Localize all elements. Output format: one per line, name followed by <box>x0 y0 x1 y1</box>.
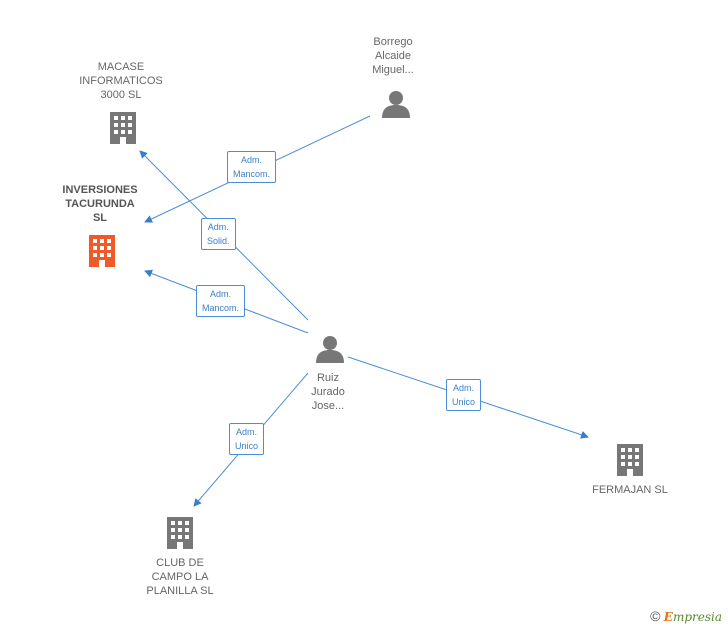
building-icon[interactable] <box>110 112 136 144</box>
node-label-macase[interactable]: MACASE INFORMATICOS 3000 SL <box>79 61 163 101</box>
edge-label-ruiz-club: Adm. Unico <box>229 423 265 455</box>
person-icon[interactable] <box>382 91 410 118</box>
node-label-fermajan[interactable]: FERMAJAN SL <box>592 484 668 496</box>
node-label-ruiz[interactable]: Ruiz Jurado Jose... <box>311 372 345 412</box>
building-icon[interactable] <box>617 444 643 476</box>
node-label-club[interactable]: CLUB DE CAMPO LA PLANILLA SL <box>146 557 214 597</box>
edge-label-ruiz-fermajan: Adm. Unico <box>446 379 482 411</box>
edge-label-ruiz-inversiones: Adm. Mancom. <box>196 285 246 317</box>
building-icon[interactable] <box>167 517 193 549</box>
node-label-borrego[interactable]: Borrego Alcaide Miguel... <box>372 36 414 76</box>
person-icon[interactable] <box>316 336 344 363</box>
brand-logo: Empresia <box>663 610 722 624</box>
footer-brand: © Empresia <box>650 608 722 624</box>
copyright-symbol: © <box>650 608 661 624</box>
edge-label-borrego-inversiones: Adm. Mancom. <box>227 151 277 183</box>
building-icon-focus[interactable] <box>89 235 115 267</box>
edge-label-ruiz-macase: Adm. Solid. <box>201 218 236 250</box>
node-label-inversiones[interactable]: INVERSIONES TACURUNDA SL <box>62 184 138 224</box>
